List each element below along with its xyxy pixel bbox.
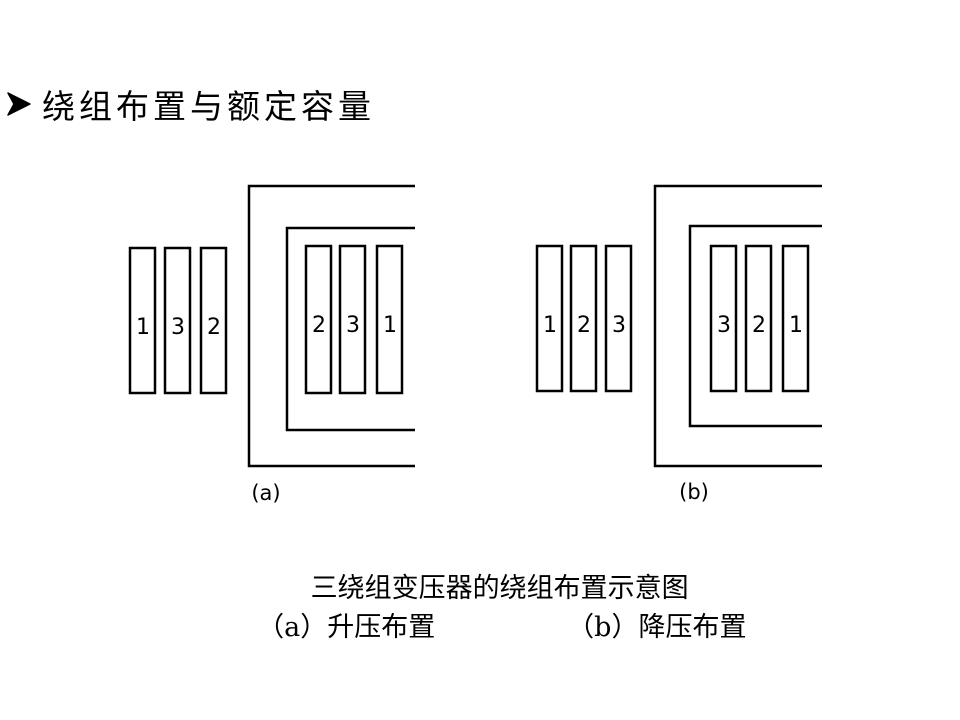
coil-label: 3: [346, 313, 360, 338]
coil-label: 1: [136, 315, 150, 340]
caption-title: 三绕组变压器的绕组布置示意图: [0, 535, 960, 605]
caption-line-2b: （b）降压布置: [567, 612, 747, 643]
coil-label: 2: [577, 313, 591, 338]
coil-rect: [128, 246, 157, 395]
outer-coils-a: [128, 246, 228, 395]
inner-coils-a: [304, 244, 404, 395]
inner-coils-b: [709, 244, 810, 393]
caption-line-1: 三绕组变压器的绕组布置示意图: [310, 573, 689, 604]
coil-rect: [781, 244, 810, 393]
coil-rect: [163, 246, 192, 395]
coil-rect: [338, 244, 367, 395]
coil-rect: [199, 246, 228, 395]
coil-label: 3: [171, 315, 185, 340]
coil-label: 2: [207, 315, 221, 340]
panel-label-a: (a): [251, 481, 280, 505]
caption-a: （a）升压布置: [240, 574, 435, 644]
coil-rect: [569, 244, 598, 393]
coil-label: 3: [612, 313, 626, 338]
coil-label: 3: [717, 313, 731, 338]
coil-rect: [604, 244, 633, 393]
coil-rect: [535, 244, 564, 393]
coil-label: 1: [543, 313, 557, 338]
coil-label: 2: [752, 313, 766, 338]
caption-line-2a: （a）升压布置: [257, 612, 436, 643]
core-frame-a: [247, 184, 415, 468]
panel-a: 1 3 2 2 3 1 (a): [128, 184, 415, 505]
slide-title: 绕组布置与额定容量: [42, 87, 375, 126]
outer-coils-b: [535, 244, 633, 393]
panel-b: 1 2 3 3 2 1 (b): [535, 184, 822, 504]
coil-label: 1: [383, 313, 397, 338]
caption-b: （b）降压布置: [550, 574, 746, 644]
core-frame-b: [653, 184, 822, 468]
coil-rect: [709, 244, 738, 393]
coil-label: 1: [789, 313, 803, 338]
coil-label: 2: [312, 313, 326, 338]
coil-rect: [304, 244, 333, 395]
coil-rect: [375, 244, 404, 395]
arrow-bullet-icon: [7, 92, 31, 116]
coil-rect: [744, 244, 773, 393]
panel-label-b: (b): [679, 480, 709, 504]
slide-heading: 绕组布置与额定容量: [2, 80, 375, 128]
